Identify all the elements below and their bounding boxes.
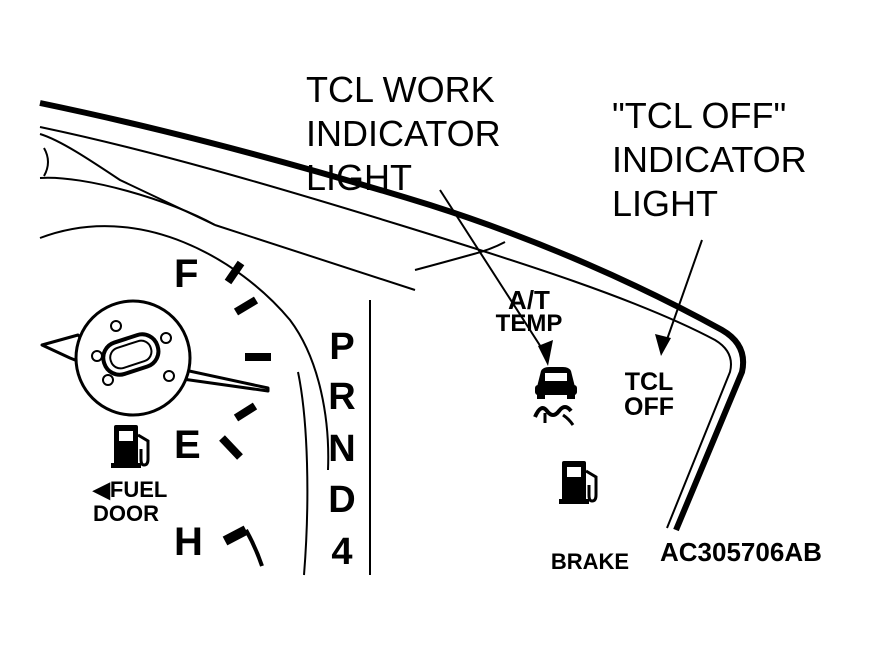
hub-slot-inner [109,339,153,370]
dial-right-edge [297,371,309,576]
tcl-off-leader [655,239,703,356]
hub-screw-1 [91,350,103,362]
tcl-off-line-2: INDICATOR [612,139,807,180]
fuel-door-line-1: ◀FUEL [93,477,168,502]
tcl-off-callout: "TCL OFF" INDICATOR LIGHT [612,94,807,226]
upper-housing-edge [39,133,216,226]
at-temp-line-1: A/T [508,285,550,315]
upper-housing-arc [39,176,216,226]
gauge-outer-arc [39,225,330,471]
hub-screw-3 [163,370,175,382]
tcl-work-line-3: LIGHT [306,157,413,198]
fuel-full-label: F [174,252,199,296]
at-temp-light: A/T TEMP [484,285,574,337]
tcl-work-line-1: TCL WORK [306,69,495,110]
tcl-work-callout: TCL WORK INDICATOR LIGHT [306,68,501,200]
hub-screw-2 [160,332,172,344]
tick-2 [233,296,259,316]
traction-control-icon [533,367,577,426]
gear-d: D [328,479,356,521]
temp-hot-label: H [174,520,203,564]
warning-panel-divider [214,224,416,291]
tcl-work-line-2: INDICATOR [306,113,501,154]
tick-f [224,260,245,285]
warning-fuel-icon [559,461,598,504]
tick-h [222,525,249,546]
brake-light: BRAKE [550,549,630,574]
fuel-empty-label: E [174,423,201,467]
figure-code: AC305706AB [660,537,822,567]
gear-n: N [328,428,356,470]
small-knob [43,147,49,177]
hub-screw-5 [110,320,122,332]
at-temp-line-2: TEMP [495,310,563,337]
tcl-off-light-line-1: TCL [624,368,674,396]
tick-h-arc [244,529,264,567]
tcl-off-line-3: LIGHT [612,183,719,224]
bezel-top-edge [39,100,746,532]
gear-4: 4 [331,531,353,573]
gear-p: P [329,326,355,368]
tcl-off-light: TCL OFF [612,370,686,420]
tick-e [219,435,243,460]
bezel-inner-edge [39,126,732,529]
gear-r: R [328,376,356,418]
tick-4 [233,402,258,422]
warning-panel-arc [414,241,506,271]
hub-screw-4 [102,374,114,386]
fuel-door-line-2: DOOR [93,501,159,526]
tcl-off-line-1: "TCL OFF" [612,95,787,136]
fuel-pump-icon [111,425,150,468]
tcl-work-leader [439,189,553,366]
tcl-off-light-line-2: OFF [624,393,674,421]
fuel-door-label: ◀FUEL DOOR [93,478,173,526]
